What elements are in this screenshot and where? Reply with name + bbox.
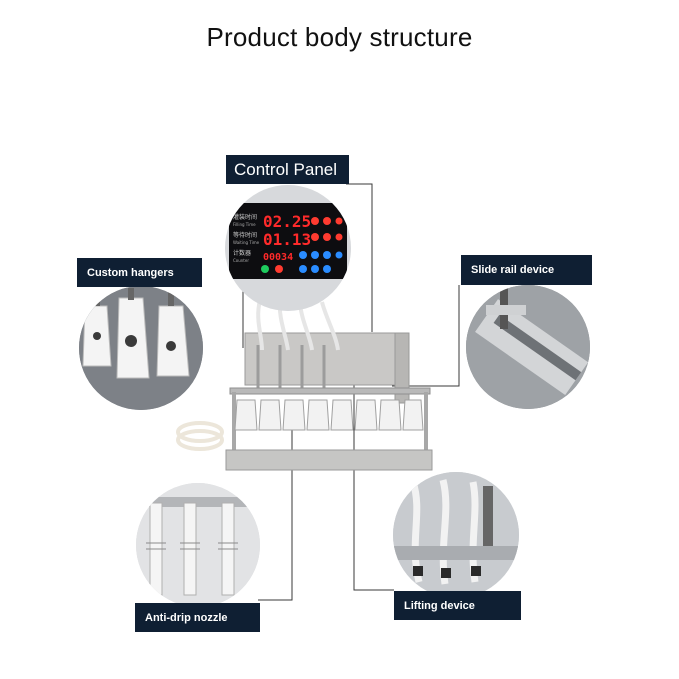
line-control-panel bbox=[346, 183, 373, 332]
custom-hangers-label: Custom hangers bbox=[77, 258, 202, 287]
anti-drip-graphic bbox=[136, 483, 260, 607]
row3-caption: 计数器 bbox=[233, 249, 251, 257]
frame-top-rail bbox=[229, 387, 431, 395]
row1-caption-en: Filling Time bbox=[233, 222, 256, 227]
lifting-device-label-text: Lifting device bbox=[404, 599, 475, 612]
row2-caption: 等待时间 bbox=[233, 231, 257, 239]
row2-caption-en: Waiting Time bbox=[233, 240, 260, 245]
panel-buttons bbox=[261, 217, 343, 273]
slide-rail-graphic bbox=[466, 285, 590, 409]
nozzle-rods bbox=[256, 345, 326, 393]
hangers-graphic bbox=[79, 286, 203, 410]
row3-caption-en: Counter bbox=[233, 258, 249, 263]
slide-rail-detail bbox=[466, 285, 590, 409]
lifting-device-label: Lifting device bbox=[394, 591, 521, 620]
machine-base bbox=[225, 449, 433, 471]
filling-time-value: 02.25 bbox=[263, 212, 311, 231]
custom-hangers-detail bbox=[79, 286, 203, 410]
row1-caption: 灌装时间 bbox=[233, 213, 257, 221]
line-lifting bbox=[353, 360, 394, 591]
anti-drip-label: Anti-drip nozzle bbox=[135, 603, 260, 632]
control-panel-detail: 灌装时间 Filling Time 等待时间 Waiting Time 计数器 … bbox=[225, 185, 351, 311]
anti-drip-label-text: Anti-drip nozzle bbox=[145, 611, 228, 624]
slide-rail-label: Slide rail device bbox=[461, 255, 592, 285]
line-slide-rail bbox=[392, 285, 460, 387]
lifting-device-detail bbox=[393, 472, 519, 598]
lifting-graphic bbox=[393, 472, 519, 598]
control-panel-label-text: Control Panel bbox=[234, 159, 338, 179]
waiting-time-value: 01.13 bbox=[263, 230, 311, 249]
control-panel-label: Control Panel bbox=[226, 155, 349, 184]
anti-drip-detail bbox=[136, 483, 260, 607]
control-panel-graphic: 灌装时间 Filling Time 等待时间 Waiting Time 计数器 … bbox=[229, 203, 347, 279]
counter-value: 00034 bbox=[263, 252, 293, 263]
slide-rail-label-text: Slide rail device bbox=[471, 264, 555, 276]
page-title: Product body structure bbox=[206, 22, 473, 52]
custom-hangers-label-text: Custom hangers bbox=[87, 266, 174, 279]
hose-coil bbox=[176, 421, 224, 451]
pouches bbox=[234, 399, 424, 431]
